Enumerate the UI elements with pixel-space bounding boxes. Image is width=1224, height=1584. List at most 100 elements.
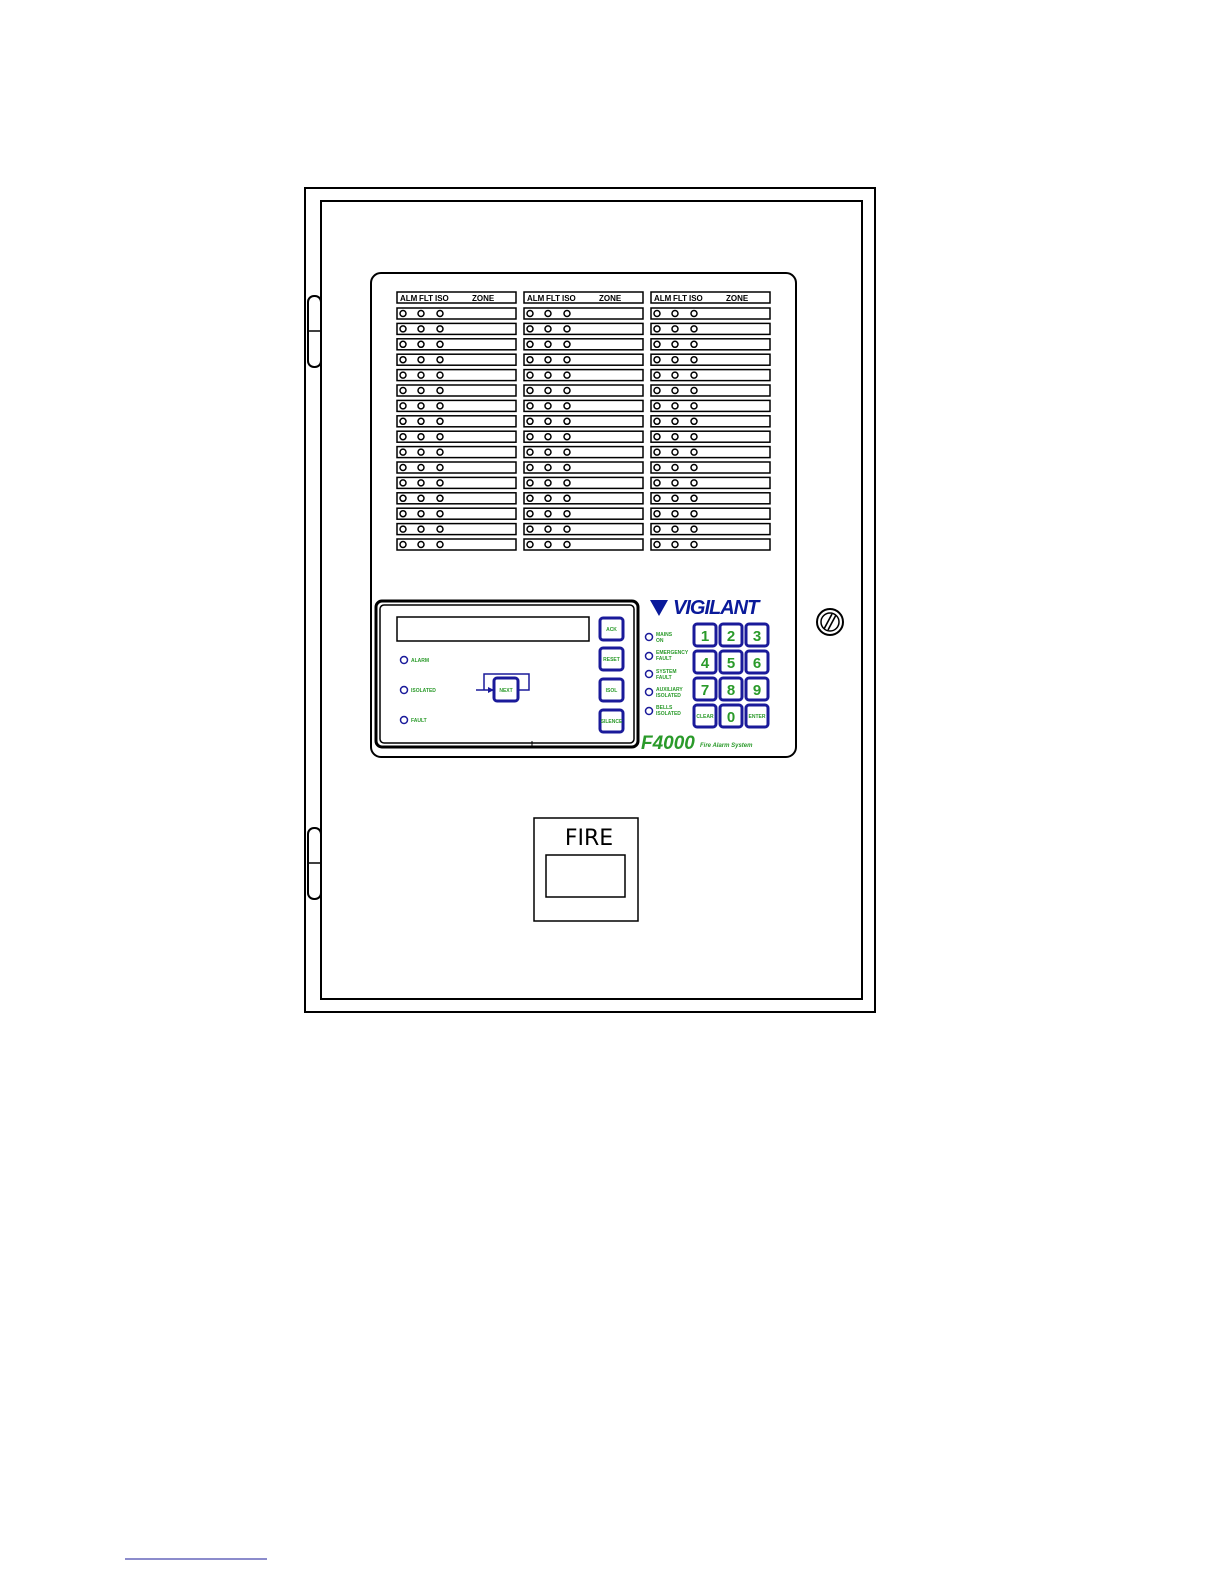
zone-isolate-led — [564, 418, 570, 424]
zone-fault-led — [672, 511, 678, 517]
zone-label-slot — [524, 524, 643, 535]
zone-label-slot — [524, 539, 643, 550]
zone-isolate-led — [564, 449, 570, 455]
zone-isolate-led — [691, 311, 697, 317]
zone-label-slot — [651, 385, 770, 396]
zone-alarm-led — [527, 526, 533, 532]
zone-label-slot — [524, 323, 643, 334]
zone-alarm-led — [400, 495, 406, 501]
lcd-display — [397, 617, 589, 641]
zone-alarm-led — [400, 526, 406, 532]
fire-call-point[interactable]: FIRE — [534, 818, 638, 921]
zone-header-flt: FLT — [673, 294, 687, 303]
zone-fault-led — [672, 372, 678, 378]
isolated-indicator: ISOLATED — [401, 687, 437, 695]
zone-isolate-led — [691, 341, 697, 347]
zone-row — [524, 462, 643, 473]
zone-isolate-led — [437, 326, 443, 332]
zone-fault-led — [418, 357, 424, 363]
zone-row — [397, 385, 516, 396]
zone-isolate-led — [564, 511, 570, 517]
zone-alarm-led — [654, 542, 660, 548]
zone-alarm-led — [400, 480, 406, 486]
zone-header-alm: ALM — [400, 294, 418, 303]
zone-isolate-led — [564, 480, 570, 486]
zone-isolate-led — [564, 372, 570, 378]
keypad-key-2[interactable]: 2 — [720, 624, 742, 646]
keypad-key-enter[interactable]: ENTER — [746, 705, 768, 727]
zone-row — [651, 416, 770, 427]
zone-fault-led — [545, 372, 551, 378]
zone-row — [651, 524, 770, 535]
keypad-key-label: 2 — [727, 628, 735, 645]
zone-row — [651, 370, 770, 381]
zone-label-slot — [651, 447, 770, 458]
silence-button[interactable]: SILENCE — [600, 710, 623, 732]
zone-isolate-led — [564, 341, 570, 347]
reset-button[interactable]: RESET — [600, 648, 623, 670]
zone-isolate-led — [437, 511, 443, 517]
zone-row — [651, 400, 770, 411]
zone-row — [524, 508, 643, 519]
zone-fault-led — [672, 341, 678, 347]
zone-alarm-led — [400, 465, 406, 471]
zone-row — [524, 431, 643, 442]
zone-fault-led — [418, 434, 424, 440]
zone-header-zone: ZONE — [726, 294, 749, 303]
zone-label-slot — [524, 508, 643, 519]
isol-button[interactable]: ISOL — [600, 679, 623, 701]
zone-row — [651, 493, 770, 504]
door-lock-icon[interactable] — [817, 609, 843, 635]
keypad-key-3[interactable]: 3 — [746, 624, 768, 646]
zone-alarm-led — [654, 372, 660, 378]
zone-row — [524, 370, 643, 381]
auxiliary-isolated-label-2: ISOLATED — [656, 693, 681, 699]
keypad-key-0[interactable]: 0 — [720, 705, 742, 727]
zone-label-slot — [397, 493, 516, 504]
keypad-key-1[interactable]: 1 — [694, 624, 716, 646]
zone-fault-led — [545, 449, 551, 455]
zone-header-zone: ZONE — [599, 294, 622, 303]
zone-row — [651, 447, 770, 458]
zone-isolate-led — [437, 372, 443, 378]
zone-label-slot — [397, 416, 516, 427]
fault-indicator-label: FAULT — [411, 718, 427, 724]
zone-label-slot — [524, 493, 643, 504]
zone-isolate-led — [564, 434, 570, 440]
zone-label-slot — [397, 354, 516, 365]
zone-row — [397, 447, 516, 458]
zone-header-iso: ISO — [562, 294, 576, 303]
keypad-key-clear[interactable]: CLEAR — [694, 705, 716, 727]
zone-alarm-led — [400, 311, 406, 317]
zone-isolate-led — [564, 465, 570, 471]
zone-row — [397, 416, 516, 427]
zone-fault-led — [545, 403, 551, 409]
zone-fault-led — [545, 326, 551, 332]
zone-isolate-led — [437, 465, 443, 471]
zone-row — [397, 508, 516, 519]
ack-button[interactable]: ACK — [600, 618, 623, 640]
zone-alarm-led — [654, 388, 660, 394]
zone-fault-led — [418, 495, 424, 501]
zone-fault-led — [545, 495, 551, 501]
hinge-top — [308, 296, 321, 367]
zone-alarm-led — [527, 341, 533, 347]
keypad-key-6[interactable]: 6 — [746, 651, 768, 673]
zone-fault-led — [545, 480, 551, 486]
zone-isolate-led — [437, 341, 443, 347]
zone-fault-led — [418, 542, 424, 548]
zone-row — [524, 524, 643, 535]
keypad-key-9[interactable]: 9 — [746, 678, 768, 700]
zone-row — [397, 493, 516, 504]
zone-label-slot — [524, 431, 643, 442]
zone-header-iso: ISO — [435, 294, 449, 303]
break-glass-window[interactable] — [546, 855, 625, 897]
keypad-key-8[interactable]: 8 — [720, 678, 742, 700]
keypad-key-4[interactable]: 4 — [694, 651, 716, 673]
keypad-key-7[interactable]: 7 — [694, 678, 716, 700]
zone-label-slot — [651, 508, 770, 519]
zone-row — [524, 339, 643, 350]
keypad-key-5[interactable]: 5 — [720, 651, 742, 673]
zone-fault-led — [418, 341, 424, 347]
